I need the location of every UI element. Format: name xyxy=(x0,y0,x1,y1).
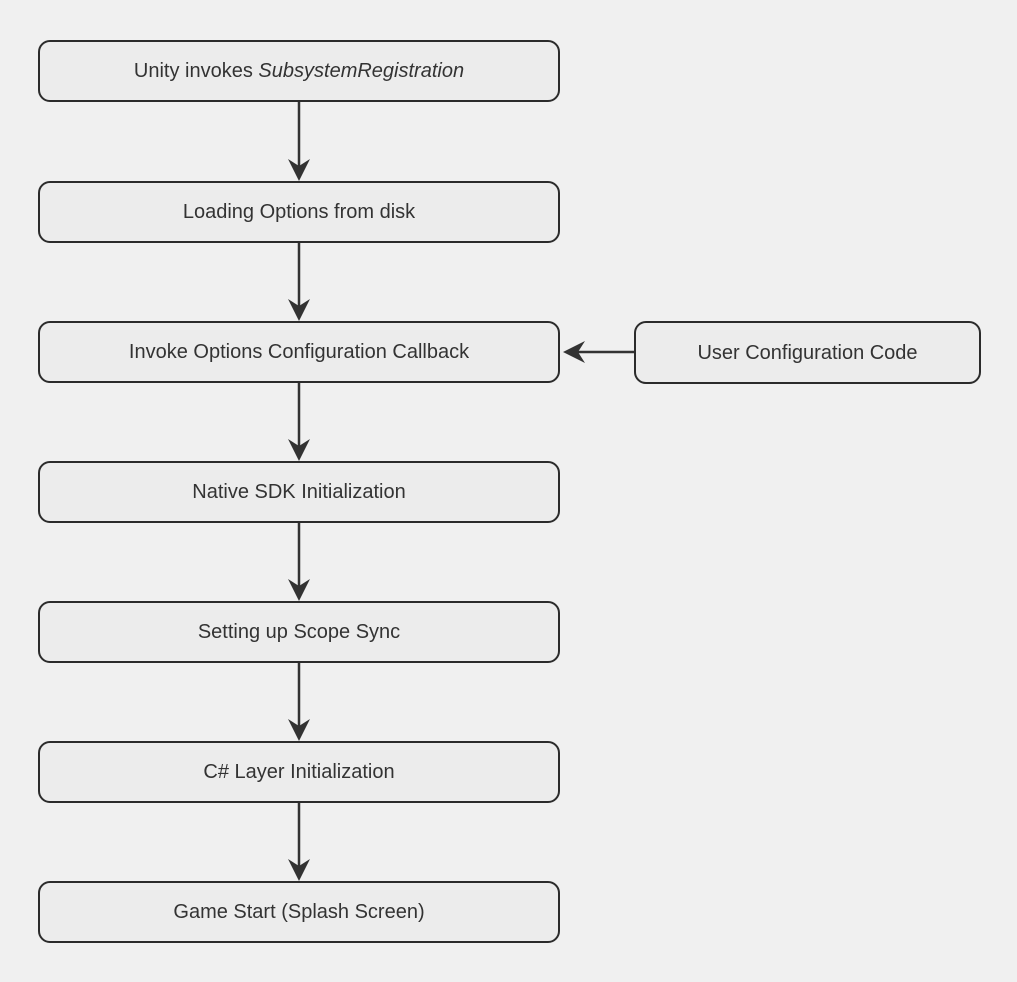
node-loading-options-from-disk: Loading Options from disk xyxy=(38,181,560,243)
node-label: Setting up Scope Sync xyxy=(197,621,401,643)
node-native-sdk-initialization: Native SDK Initialization xyxy=(38,461,560,523)
node-label: Native SDK Initialization xyxy=(192,481,406,503)
node-label: C# Layer Initialization xyxy=(203,761,395,783)
node-label: Invoke Options Configuration Callback xyxy=(128,341,470,363)
node-label: User Configuration Code xyxy=(697,341,918,364)
node-label: Unity invokes SubsystemRegistration xyxy=(133,60,465,82)
node-user-configuration-code: User Configuration Code xyxy=(634,321,981,384)
node-unity-invokes-subsystemregistration: Unity invokes SubsystemRegistration xyxy=(38,40,560,102)
node-label: Game Start (Splash Screen) xyxy=(173,901,425,923)
node-label: Loading Options from disk xyxy=(182,201,416,223)
node-csharp-layer-initialization: C# Layer Initialization xyxy=(38,741,560,803)
node-invoke-options-configuration-callback: Invoke Options Configuration Callback xyxy=(38,321,560,383)
node-setting-up-scope-sync: Setting up Scope Sync xyxy=(38,601,560,663)
node-label-italic: SubsystemRegistration xyxy=(258,60,465,82)
node-game-start-splash-screen: Game Start (Splash Screen) xyxy=(38,881,560,943)
